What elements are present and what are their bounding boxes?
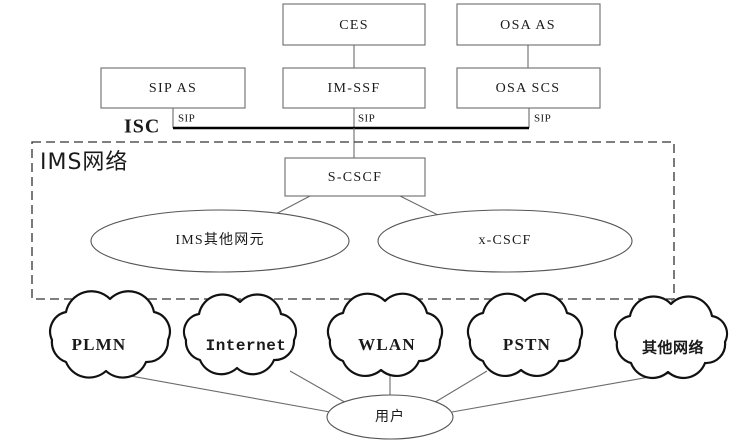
node-x-cscf[interactable]: x-CSCF [377,209,633,273]
cloud-wlan[interactable]: WLAN [326,292,444,377]
box-osa-scs-rect [456,67,601,109]
cloud-other-network-shape [613,295,729,379]
ims-domain-label: IMS网络 [40,150,128,175]
connectors-clouds-to-user [102,370,673,413]
line-pstn-to-user [431,370,488,405]
sip-label-sip-as: SIP [178,113,195,125]
box-osa-as-rect [456,3,601,46]
cloud-plmn-label: PLMN [72,335,127,354]
cloud-plmn[interactable]: PLMN [49,290,171,379]
box-ces-rect [282,3,426,46]
node-user-label: 用户 [375,408,405,425]
connectors-service-to-gateway [353,45,529,68]
box-sip-as-label: SIP AS [149,81,197,96]
cloud-internet-label: Internet [206,337,287,355]
cloud-other-network-label: 其他网络 [642,339,704,357]
box-s-cscf[interactable]: S-CSCF [284,157,426,197]
cloud-internet[interactable]: Internet [182,293,298,376]
box-ces[interactable]: CES [282,3,426,46]
cloud-other-network[interactable]: 其他网络 [613,295,729,379]
cloud-plmn-shape [49,290,171,379]
line-other-network-to-user [451,372,673,413]
sip-label-im-ssf: SIP [358,113,375,125]
box-osa-as[interactable]: OSA AS [456,3,601,46]
line-plmn-to-user [102,370,331,413]
box-ces-label: CES [339,18,369,33]
connectors-gateway-to-bus [172,108,530,128]
cloud-internet-shape [182,293,298,376]
box-osa-scs[interactable]: OSA SCS [456,67,601,109]
cloud-wlan-shape [326,292,444,377]
line-s-cscf-to-x-cscf [399,195,441,217]
box-sip-as-rect [100,67,246,109]
box-im-ssf-rect [282,67,426,109]
box-s-cscf-label: S-CSCF [328,170,383,185]
node-ims-other-shape [90,209,350,273]
node-user[interactable]: 用户 [326,394,454,440]
node-x-cscf-label: x-CSCF [478,233,531,248]
cloud-pstn[interactable]: PSTN [466,292,584,377]
cloud-pstn-label: PSTN [503,335,551,354]
box-im-ssf-label: IM-SSF [328,81,381,96]
cloud-wlan-label: WLAN [358,335,416,354]
node-x-cscf-shape [377,209,633,273]
box-s-cscf-rect [284,157,426,197]
box-osa-as-label: OSA AS [500,18,556,33]
connectors-core [271,195,441,217]
box-sip-as[interactable]: SIP AS [100,67,246,109]
line-internet-to-user [289,370,349,405]
node-user-shape [326,394,454,440]
cloud-pstn-shape [466,292,584,377]
box-osa-scs-label: OSA SCS [496,81,561,96]
box-im-ssf[interactable]: IM-SSF [282,67,426,109]
sip-label-osa-scs: SIP [534,113,551,125]
isc-bus-label: ISC [124,116,160,138]
node-ims-other-label: IMS其他网元 [175,232,264,248]
line-s-cscf-to-ims-other [271,195,311,217]
node-ims-other[interactable]: IMS其他网元 [90,209,350,273]
